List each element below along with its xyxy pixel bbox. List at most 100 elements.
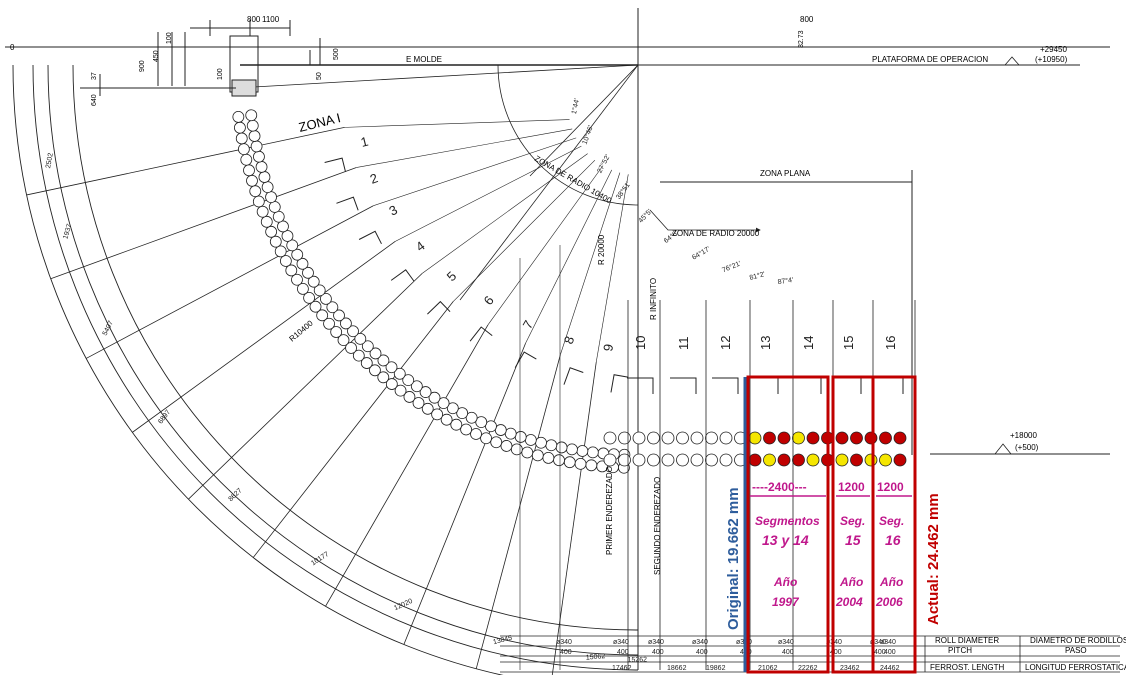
roll-diameter-cell: ø340 (778, 639, 794, 646)
roll (864, 453, 878, 467)
segment-number-4: 4 (413, 238, 428, 254)
arc-dimension: 10177 (310, 551, 330, 568)
segment-bracket (390, 269, 415, 282)
ferrost-length-cell: 24462 (880, 665, 900, 672)
roll (385, 378, 398, 390)
outer-arc-1 (72, 64, 639, 631)
roll (354, 332, 367, 345)
seg15-a: Seg. (840, 514, 865, 528)
roll (806, 431, 820, 445)
roll (535, 436, 547, 449)
origin-label: 0 (10, 43, 15, 52)
roll (316, 309, 329, 322)
segment-16-box (871, 375, 917, 674)
plataforma-label: PLATAFORMA DE OPERACION (872, 55, 988, 64)
roll-diameter-cell: ø340 (870, 639, 886, 646)
roll (893, 431, 907, 445)
roll (333, 309, 345, 322)
roll (248, 130, 261, 142)
arc-dimension: 12020 (393, 598, 414, 612)
roll (361, 340, 374, 353)
roll (437, 397, 450, 409)
roll (676, 431, 689, 445)
roll (690, 431, 704, 445)
roll (297, 282, 309, 295)
roll (806, 453, 820, 467)
roll (566, 443, 578, 456)
roll (232, 111, 245, 123)
dim-100: 100 (166, 32, 173, 44)
roll (394, 384, 407, 397)
segmentos-label: Segmentos (755, 514, 820, 528)
roll (291, 273, 303, 286)
segment-number-15: 15 (841, 336, 856, 350)
segment-radial-lines: 1°44'10°46'27°52'38°51'45°5'64°6'64°17'7… (26, 98, 794, 680)
pitch-cell: 400 (696, 649, 708, 656)
roll (446, 402, 459, 415)
roll (337, 334, 350, 347)
roll (393, 367, 406, 380)
dim-100b: 100 (217, 68, 224, 80)
segment-number-10: 10 (633, 336, 648, 350)
roll (250, 140, 263, 153)
pitch-cell: 400 (560, 649, 572, 656)
ferrost-length-cell: 23462 (840, 665, 860, 672)
roll (265, 191, 277, 204)
roll (307, 275, 320, 288)
roll (879, 431, 892, 445)
roll (260, 215, 273, 228)
segment-boundary-2 (50, 167, 357, 280)
seg15-b: 15 (845, 532, 861, 548)
roll (313, 284, 326, 297)
segmentos-13-14: 13 y 14 (762, 532, 809, 548)
roll (661, 431, 675, 445)
dim-800-top: 800 (247, 15, 261, 24)
roll (326, 301, 339, 314)
roll (864, 431, 878, 445)
segment-bracket (358, 230, 382, 245)
roll (246, 119, 259, 132)
roll (296, 257, 309, 270)
arc-dimension: 8627 (227, 487, 243, 503)
segment-bracket (835, 377, 862, 394)
pitch-cell: 400 (617, 649, 629, 656)
arc-dimension: 15262 (627, 657, 647, 664)
r10400-label: R10400 (288, 318, 316, 343)
segment-boundary-1 (26, 126, 345, 196)
roll (618, 453, 631, 467)
ferrost-length-cell: 17462 (612, 665, 632, 672)
roll (456, 407, 469, 420)
roll (850, 453, 863, 467)
segment-angle-label: 87°4' (777, 276, 794, 286)
dim-1200a: 1200 (838, 480, 865, 494)
roll (265, 225, 278, 238)
roll (879, 453, 892, 467)
ano-label: Año (773, 575, 797, 589)
roll (705, 431, 718, 445)
segment-number-12: 12 (718, 336, 733, 350)
arc-dimension: 15062 (586, 653, 606, 662)
roll (521, 446, 534, 459)
roll (347, 325, 359, 338)
plataforma-elev: +29450 (1040, 45, 1067, 54)
roll (410, 380, 423, 393)
roll (235, 132, 248, 145)
roll (243, 164, 255, 177)
roll (428, 391, 441, 404)
legend-paso: PASO (1065, 646, 1087, 655)
segment-bracket (610, 374, 628, 393)
pitch-cell: 400 (652, 649, 664, 656)
roll (249, 185, 262, 198)
roll (246, 174, 258, 187)
segment-number-8: 8 (561, 334, 578, 346)
segment-bracket (877, 377, 904, 394)
segment-boundary-6 (252, 301, 454, 558)
segment-bracket (514, 351, 537, 368)
r-infinito-label: R INFINITO (649, 278, 658, 320)
roll (377, 371, 390, 384)
roll-diameter-cell: ø340 (692, 639, 708, 646)
roll (480, 432, 492, 445)
roll (279, 255, 292, 267)
roll (618, 431, 631, 445)
pitch-cell: 400 (884, 649, 896, 656)
